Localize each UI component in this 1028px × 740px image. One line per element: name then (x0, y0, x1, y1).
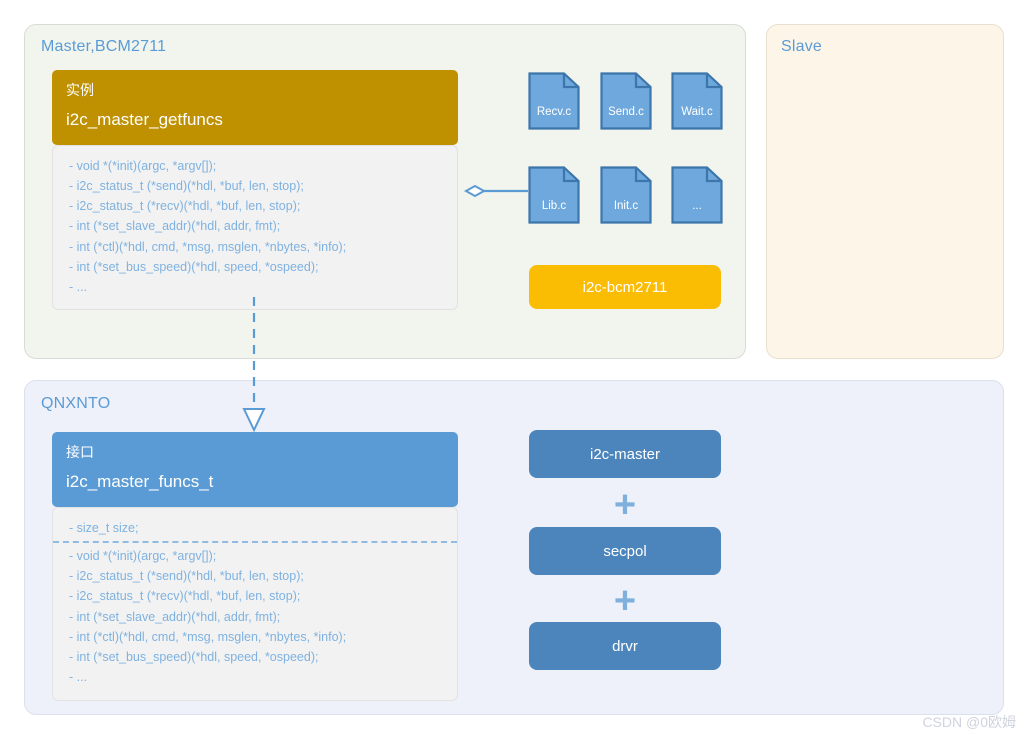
uml-member-row: - i2c_status_t (*recv)(*hdl, *buf, len, … (69, 199, 301, 213)
uml-class-instance[interactable]: 实例 i2c_master_getfuncs - void *(*init)(a… (52, 70, 458, 311)
uml-member-row: - int (*ctl)(*hdl, cmd, *msg, msglen, *n… (69, 629, 347, 644)
uml-member-row: - void *(*init)(argc, *argv[]); (69, 548, 217, 563)
watermark-text: CSDN @0欧姆 (922, 714, 1016, 730)
file-icon-lib-c[interactable]: Lib.c (528, 166, 580, 224)
panel-master-title: Master,BCM2711 (41, 38, 167, 55)
file-icon (528, 72, 580, 130)
uml-member-row: - ... (69, 280, 88, 294)
file-icon-init-c[interactable]: Init.c (600, 166, 652, 224)
uml-member-row: - i2c_status_t (*recv)(*hdl, *buf, len, … (69, 589, 301, 604)
uml-class-instance-header: 实例 i2c_master_getfuncs (52, 70, 458, 145)
uml-class-instance-body: - void *(*init)(argc, *argv[]); - i2c_st… (52, 144, 458, 311)
file-icon-recv-c[interactable]: Recv.c (528, 72, 580, 130)
file-icon-more[interactable]: ... (671, 166, 723, 224)
stack-item-secpol[interactable]: secpol (529, 527, 721, 575)
uml-member-row: - int (*set_slave_addr)(*hdl, addr, fmt)… (69, 609, 281, 624)
stack-item-label: i2c-master (589, 445, 660, 463)
uml-class-instance-name: i2c_master_getfuncs (66, 110, 223, 129)
file-icon-wait-c[interactable]: Wait.c (671, 72, 723, 130)
stack-item-label: drvr (612, 637, 638, 655)
panel-slave-title: Slave (781, 38, 823, 55)
uml-class-interface[interactable]: 接口 i2c_master_funcs_t - size_t size; - v… (52, 432, 458, 701)
stack-item-drvr[interactable]: drvr (529, 622, 721, 670)
file-icon (671, 72, 723, 130)
uml-class-interface-name: i2c_master_funcs_t (66, 472, 214, 491)
uml-section-divider (53, 540, 457, 543)
uml-member-row: - i2c_status_t (*send)(*hdl, *buf, len, … (69, 569, 304, 583)
uml-class-interface-header: 接口 i2c_master_funcs_t (52, 432, 458, 507)
panel-slave: Slave (766, 24, 1004, 359)
file-icon (600, 72, 652, 130)
stack-item-i2c-master[interactable]: i2c-master (529, 430, 721, 478)
uml-member-row: - i2c_status_t (*send)(*hdl, *buf, len, … (69, 178, 304, 193)
file-icon (528, 166, 580, 224)
stack-item-label: secpol (603, 542, 647, 560)
plus-operator-icon: + (613, 580, 637, 622)
uml-attribute-row: - size_t size; (69, 520, 139, 535)
uml-member-row: - ... (69, 670, 88, 685)
uml-class-instance-stereotype: 实例 (66, 82, 94, 98)
uml-member-row: - int (*set_bus_speed)(*hdl, speed, *osp… (69, 259, 319, 274)
uml-member-row: - int (*ctl)(*hdl, cmd, *msg, msglen, *n… (69, 239, 347, 254)
uml-member-row: - void *(*init)(argc, *argv[]); (69, 158, 217, 173)
file-icon (600, 166, 652, 224)
driver-pill-i2c-bcm2711[interactable]: i2c-bcm2711 (529, 265, 721, 309)
uml-class-interface-body: - size_t size; - void *(*init)(argc, *ar… (52, 506, 458, 701)
panel-qnxnto-title: QNXNTO (41, 395, 111, 412)
file-icon-send-c[interactable]: Send.c (600, 72, 652, 130)
file-icon (671, 166, 723, 224)
uml-member-row: - int (*set_slave_addr)(*hdl, addr, fmt)… (69, 219, 281, 234)
driver-pill-label: i2c-bcm2711 (582, 278, 668, 296)
plus-operator-icon: + (613, 484, 637, 526)
uml-class-interface-stereotype: 接口 (66, 444, 94, 460)
uml-member-row: - int (*set_bus_speed)(*hdl, speed, *osp… (69, 650, 319, 664)
